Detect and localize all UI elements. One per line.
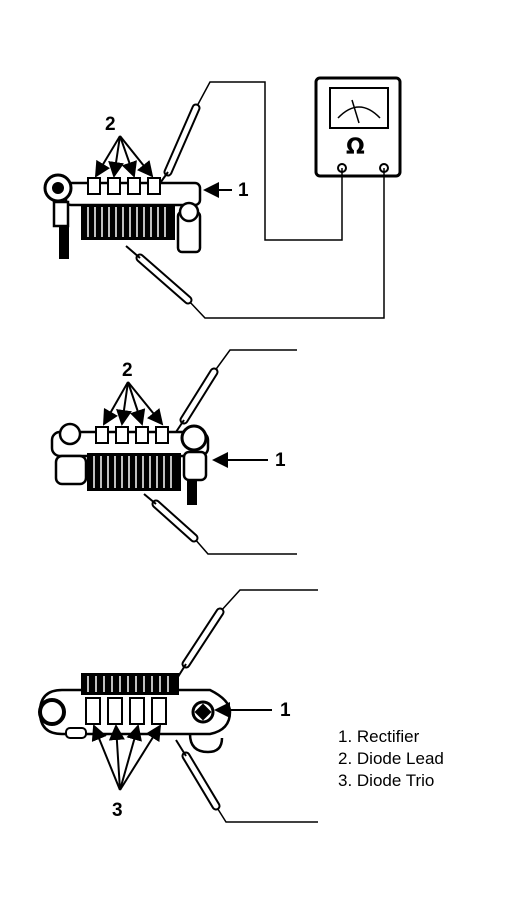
meter-lead-upper [195, 81, 343, 241]
callout-top-diode-lead: 2 [105, 114, 116, 135]
test-probe-upper [157, 103, 201, 187]
rectifier-top [43, 173, 202, 259]
bottom-probe-lower [175, 739, 221, 811]
callout-bottom-diode-trio: 3 [112, 800, 123, 821]
callout-top-rectifier: 1 [238, 180, 249, 201]
meter-lead-lower [187, 168, 385, 319]
figure-bottom [38, 589, 318, 823]
test-probe-lower [125, 245, 193, 305]
legend-item-rectifier: 1. Rectifier [338, 727, 420, 746]
callout-bottom-rectifier: 1 [280, 700, 291, 721]
rectifier-bottom [38, 673, 232, 754]
bottom-probe-upper [175, 607, 225, 681]
callout-middle-diode-lead: 2 [122, 360, 133, 381]
callout-middle-rectifier: 1 [275, 450, 286, 471]
rectifier-middle [50, 422, 210, 505]
meter-ohm-symbol: Ω [346, 135, 365, 160]
ohmmeter [314, 76, 402, 178]
figure-middle [50, 349, 297, 555]
bottom-lead-upper [219, 589, 318, 613]
middle-probe-lower [143, 493, 199, 543]
bottom-lead-lower [215, 805, 318, 823]
middle-probe-upper [175, 367, 219, 433]
figure-top-ohmmeter-test [43, 76, 402, 319]
middle-lead-upper [213, 349, 297, 373]
legend-item-diode-trio: 3. Diode Trio [338, 771, 435, 790]
legend-item-diode-lead: 2. Diode Lead [338, 749, 444, 768]
legend: 1. Rectifier 2. Diode Lead 3. Diode Trio [338, 726, 444, 792]
middle-lead-lower [193, 537, 297, 555]
